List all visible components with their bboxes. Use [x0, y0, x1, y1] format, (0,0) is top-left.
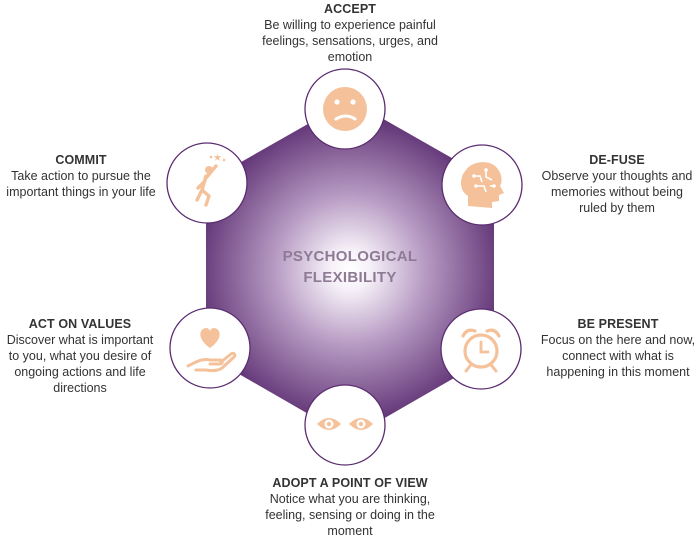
values-node	[169, 307, 251, 389]
be-present-node	[440, 308, 522, 390]
values-title: ACT ON VALUES	[28, 317, 132, 331]
accept-node	[304, 68, 386, 150]
defuse-title: DE-FUSE	[589, 153, 645, 167]
center-title-line-2: FLEXIBILITY	[303, 269, 397, 286]
point-of-view-label: ADOPT A POINT OF VIEW Notice what you ar…	[255, 475, 445, 539]
commit-label: COMMIT Take action to pursue the importa…	[2, 152, 160, 200]
sad-face-icon	[323, 87, 367, 131]
be-present-description: Focus on the here and now, connect with …	[540, 333, 696, 379]
alarm-clock-icon	[461, 328, 501, 373]
defuse-label: DE-FUSE Observe your thoughts and memori…	[538, 152, 696, 216]
jumping-person-icon	[195, 153, 226, 207]
defuse-node	[441, 144, 523, 226]
commit-node	[166, 142, 248, 224]
defuse-description: Observe your thoughts and memories witho…	[541, 169, 693, 215]
point-of-view-description: Notice what you are thinking, feeling, s…	[265, 492, 435, 538]
eyes-icon	[317, 418, 373, 430]
accept-label: ACCEPT Be willing to experience painful …	[258, 1, 442, 65]
accept-description: Be willing to experience painful feeling…	[262, 18, 438, 64]
values-description: Discover what is important to you, what …	[6, 333, 154, 395]
accept-title: ACCEPT	[324, 2, 376, 16]
commit-description: Take action to pursue the important thin…	[6, 169, 156, 199]
commit-title: COMMIT	[55, 153, 107, 167]
be-present-label: BE PRESENT Focus on the here and now, co…	[538, 316, 698, 380]
heart-hand-icon	[186, 327, 237, 373]
center-title-line-1: PSYCHOLOGICAL	[282, 248, 418, 265]
values-label: ACT ON VALUES Discover what is important…	[1, 316, 159, 396]
brain-head-icon	[461, 162, 504, 208]
point-of-view-title: ADOPT A POINT OF VIEW	[272, 476, 428, 490]
center-title: PSYCHOLOGICAL FLEXIBILITY	[250, 246, 450, 288]
be-present-title: BE PRESENT	[577, 317, 659, 331]
point-of-view-node	[304, 384, 386, 466]
central-hexagon	[206, 100, 494, 438]
